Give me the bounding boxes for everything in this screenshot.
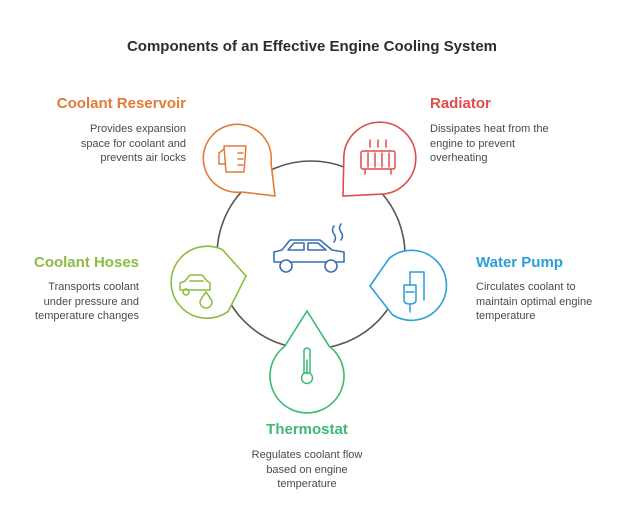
hoses-description: Transports coolant under pressure and te… — [35, 281, 139, 322]
pump-label: Water Pump — [476, 254, 563, 271]
pump-node — [369, 249, 448, 322]
car-overheating-icon — [273, 223, 345, 273]
radiator-description: Dissipates heat from the engine to preve… — [430, 123, 549, 164]
car-oil-drop-icon — [179, 274, 213, 309]
pump-description: Circulates coolant to maintain optimal e… — [476, 281, 593, 322]
diagram-title: Components of an Effective Engine Coolin… — [126, 38, 498, 55]
thermostat-node — [269, 309, 345, 414]
radiator-node — [342, 121, 417, 197]
reservoir-label: Coolant Reservoir — [56, 95, 186, 112]
measuring-cup-icon — [218, 145, 247, 173]
thermometer-icon — [300, 347, 314, 385]
iv-drip-icon — [403, 271, 425, 313]
hoses-label: Coolant Hoses — [33, 254, 139, 271]
thermostat-label: Thermostat — [266, 421, 348, 438]
reservoir-node — [202, 123, 276, 197]
radiator-label: Radiator — [430, 95, 491, 112]
reservoir-description: Provides expansion space for coolant and… — [80, 123, 186, 164]
radiator-icon — [360, 139, 396, 175]
hoses-node — [170, 245, 247, 319]
thermostat-description: Regulates coolant flow based on engine t… — [251, 449, 363, 490]
